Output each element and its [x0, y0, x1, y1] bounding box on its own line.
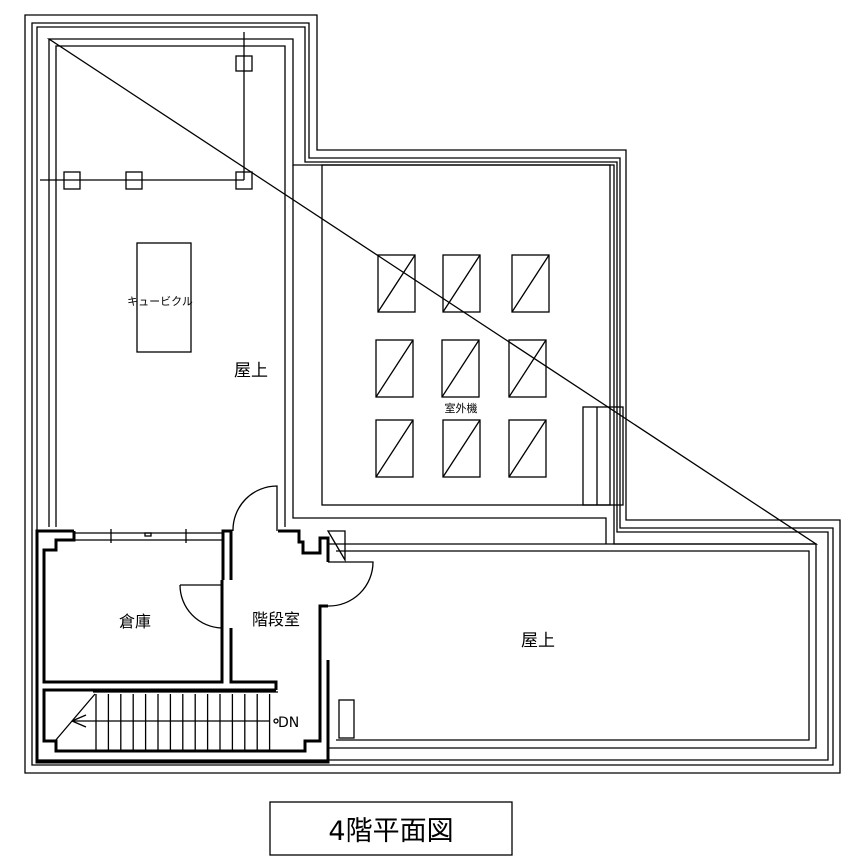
post [125, 171, 143, 190]
stair-building [35, 529, 330, 764]
outdoor-unit [511, 254, 550, 313]
outdoor-unit-diagonal [377, 254, 416, 313]
staircase [54, 691, 278, 751]
outdoor-unit [508, 339, 547, 398]
outdoor-unit-diagonal [375, 339, 414, 398]
post [235, 55, 253, 72]
rooftop-right-label: 屋上 [521, 631, 555, 651]
cubicle-label: キュービクル [127, 295, 193, 308]
rooftop-left-label: 屋上 [234, 361, 268, 381]
parapet-outline [24, 14, 841, 774]
outdoor-unit [375, 339, 414, 398]
down-label: DN [278, 715, 299, 731]
outdoor-units-label: 室外機 [445, 401, 478, 415]
outdoor-unit [441, 339, 480, 398]
cubicle-area [40, 32, 253, 353]
stair-start-marker [273, 718, 279, 724]
outdoor-unit [442, 419, 481, 478]
equipment-box [582, 406, 624, 506]
openings [74, 485, 374, 629]
outdoor-unit [508, 419, 547, 478]
outdoor-unit-diagonal [508, 339, 547, 398]
outdoor-unit-diagonal [441, 339, 480, 398]
stair-arrow [54, 693, 96, 742]
outdoor-unit-diagonal [442, 254, 481, 313]
drawing-title: 4階平面図 [328, 816, 453, 847]
outdoor-units [375, 254, 550, 478]
outdoor-unit-diagonal [508, 419, 547, 478]
title-box [269, 801, 513, 856]
outdoor-unit [442, 254, 481, 313]
outdoor-unit-diagonal [375, 419, 414, 478]
outdoor-unit-diagonal [511, 254, 550, 313]
post [63, 171, 81, 190]
cubicle-box [136, 242, 192, 353]
stair-room-label: 階段室 [252, 610, 300, 629]
outdoor-unit [375, 419, 414, 478]
roof-areas [48, 39, 817, 749]
post [235, 171, 253, 190]
stair-arrow [71, 714, 87, 728]
outdoor-unit [377, 254, 416, 313]
roof-hatch [338, 699, 355, 739]
storage-label: 倉庫 [119, 612, 151, 631]
outdoor-unit-diagonal [442, 419, 481, 478]
